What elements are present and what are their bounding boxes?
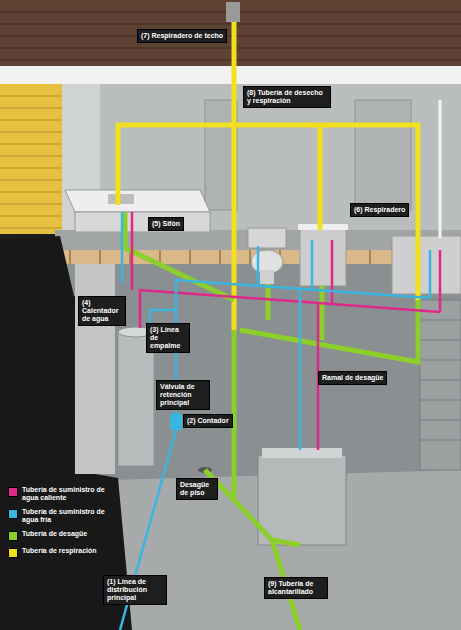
callout-label: (4) Calentador de agua — [82, 299, 122, 323]
callout-label: (8) Tubería de desecho y respiración — [247, 89, 327, 105]
callout-label: Desagüe de piso — [180, 481, 214, 497]
callout-label: (1) Línea de distribución principal — [107, 578, 163, 602]
callout-label: Válvula de retención principal — [160, 383, 206, 407]
callout-label: (5) Sifón — [152, 220, 180, 228]
hot-water-pipes — [132, 212, 440, 450]
legend-text: Tubería de respiración — [22, 547, 97, 555]
callout-box: (1) Línea de distribución principal — [103, 575, 167, 605]
callout-label: (7) Respiradero de techo — [141, 32, 223, 40]
legend-text: Tubería de suministro de agua caliente — [22, 486, 112, 502]
callout-box: Desagüe de piso — [176, 478, 218, 500]
fixtures — [65, 190, 461, 545]
legend-swatch — [8, 531, 18, 541]
legend-swatch — [8, 487, 18, 497]
callout-box: (7) Respiradero de techo — [137, 29, 227, 43]
legend-swatch — [8, 548, 18, 558]
callout-box: (5) Sifón — [148, 217, 184, 231]
legend-entry: Tubería de suministro de agua fría — [8, 508, 112, 524]
callout-box: (8) Tubería de desecho y respiración — [243, 86, 331, 108]
callout-label: (2) Contador — [187, 417, 229, 425]
callout-box: (4) Calentador de agua — [78, 296, 126, 326]
callout-box: (2) Contador — [183, 414, 233, 428]
callout-box: (9) Tubería de alcantarillado — [264, 577, 328, 599]
callout-label: (3) Línea de empalme — [150, 326, 186, 350]
callout-box: Válvula de retención principal — [156, 380, 210, 410]
callout-box: (6) Respiradero — [350, 203, 409, 217]
legend-entry: Tubería de respiración — [8, 547, 112, 558]
cold-water-pipes — [120, 212, 430, 630]
legend-swatch — [8, 509, 18, 519]
callout-box: (3) Línea de empalme — [146, 323, 190, 353]
legend-entry: Tubería de suministro de agua caliente — [8, 486, 112, 502]
callout-label: (9) Tubería de alcantarillado — [268, 580, 324, 596]
callout-box: Ramal de desagüe — [318, 371, 387, 385]
callout-label: (6) Respiradero — [354, 206, 405, 214]
vent-pipes — [118, 22, 440, 330]
legend-text: Tubería de desagüe — [22, 530, 87, 538]
legend-entry: Tubería de desagüe — [8, 530, 112, 541]
drain-pipes — [125, 212, 418, 630]
legend-text: Tubería de suministro de agua fría — [22, 508, 112, 524]
legend: Tubería de suministro de agua calienteTu… — [8, 486, 112, 564]
callout-label: Ramal de desagüe — [322, 374, 383, 382]
